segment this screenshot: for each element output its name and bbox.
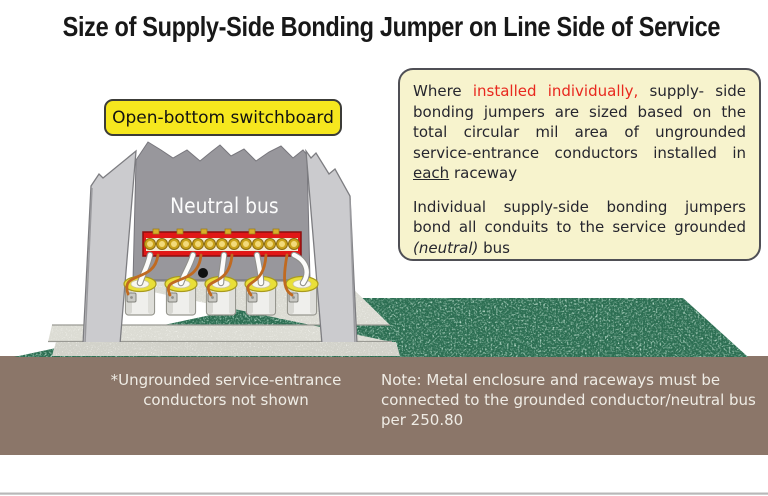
nec-250-80-note: Note: Metal enclosure and raceways must … [381,371,756,430]
soil-ground [0,356,768,455]
connection-point-dot [198,268,208,278]
switchboard-side-walls [82,148,358,345]
open-bottom-switchboard-label: Open-bottom switchboard [104,99,342,136]
page-title: Size of Supply-Side Bonding Jumper on Li… [0,6,768,44]
ungrounded-conductors-footnote: *Ungrounded service-entrance conductors … [110,371,342,410]
info-callout-box: Where installed individually, supply- si… [398,68,761,261]
neutral-bus-bar [142,228,302,257]
bottom-divider-line [0,492,768,495]
underlined-word: each [413,164,450,183]
bonding-jumper-wires [125,253,294,297]
info-paragraph-sizing: Where installed individually, supply- si… [413,82,747,183]
neutral-bus-label: Neutral bus [169,194,279,219]
highlighted-phrase: installed individually, [472,82,639,100]
info-paragraph-bonding: Individual supply-side bonding jumpers b… [413,197,746,257]
neutral-conductor-wires [136,251,310,287]
concrete-pad-apron [52,342,400,356]
bus-terminals [144,228,300,250]
page-title-text: Size of Supply-Side Bonding Jumper on Li… [62,11,721,42]
italic-word: (neutral) [413,238,479,257]
